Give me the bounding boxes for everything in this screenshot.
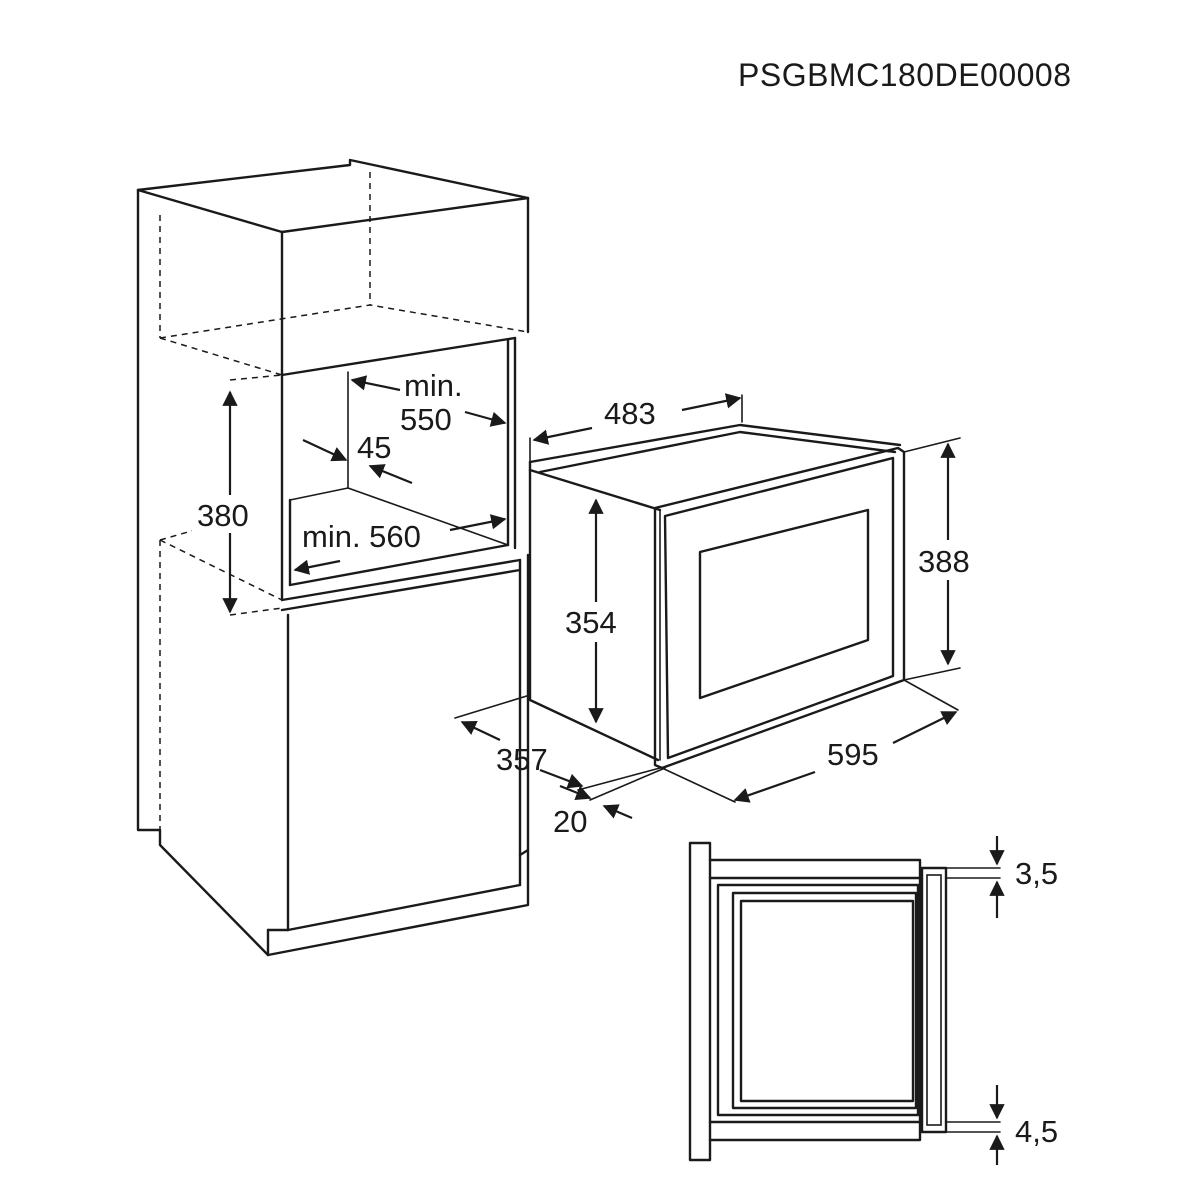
label-niche-height: 380 (197, 498, 249, 533)
label-frame-width: 595 (827, 737, 879, 772)
dimension-unit-height: 354 (562, 498, 632, 724)
label-frame-height: 388 (918, 544, 970, 579)
label-unit-depth: 357 (496, 742, 548, 777)
dimension-frame-width: 595 (661, 679, 959, 803)
label-niche-offset: 45 (357, 430, 391, 465)
label-niche-width-min: min. (404, 368, 463, 403)
label-gap-top: 3,5 (1015, 856, 1058, 891)
front-detail-drawing (688, 841, 948, 1162)
dimension-niche-height: 380 (192, 390, 264, 614)
dimension-gap-top: 3,5 (945, 836, 1058, 918)
label-gap-bottom: 4,5 (1015, 1114, 1058, 1149)
dimension-unit-width: 483 (529, 393, 743, 463)
dimension-frame-thickness: 20 (553, 767, 666, 839)
label-frame-thickness: 20 (553, 804, 587, 839)
label-niche-depth: min. 560 (302, 519, 421, 554)
document-code: PSGBMC180DE00008 (738, 57, 1072, 93)
microwave-unit-drawing (528, 423, 906, 770)
dimension-frame-height: 388 (903, 437, 984, 681)
label-niche-width-value: 550 (400, 402, 452, 437)
dimension-gap-bottom: 4,5 (945, 1085, 1058, 1165)
dimension-niche-offset: 45 (302, 430, 413, 485)
label-unit-height: 354 (565, 605, 617, 640)
dimension-niche-width: min. 550 (350, 368, 507, 437)
dimension-unit-depth: 357 (454, 694, 661, 791)
cabinet-drawing (136, 158, 530, 957)
dimension-niche-depth: min. 560 (293, 514, 507, 575)
label-unit-width: 483 (604, 396, 656, 431)
